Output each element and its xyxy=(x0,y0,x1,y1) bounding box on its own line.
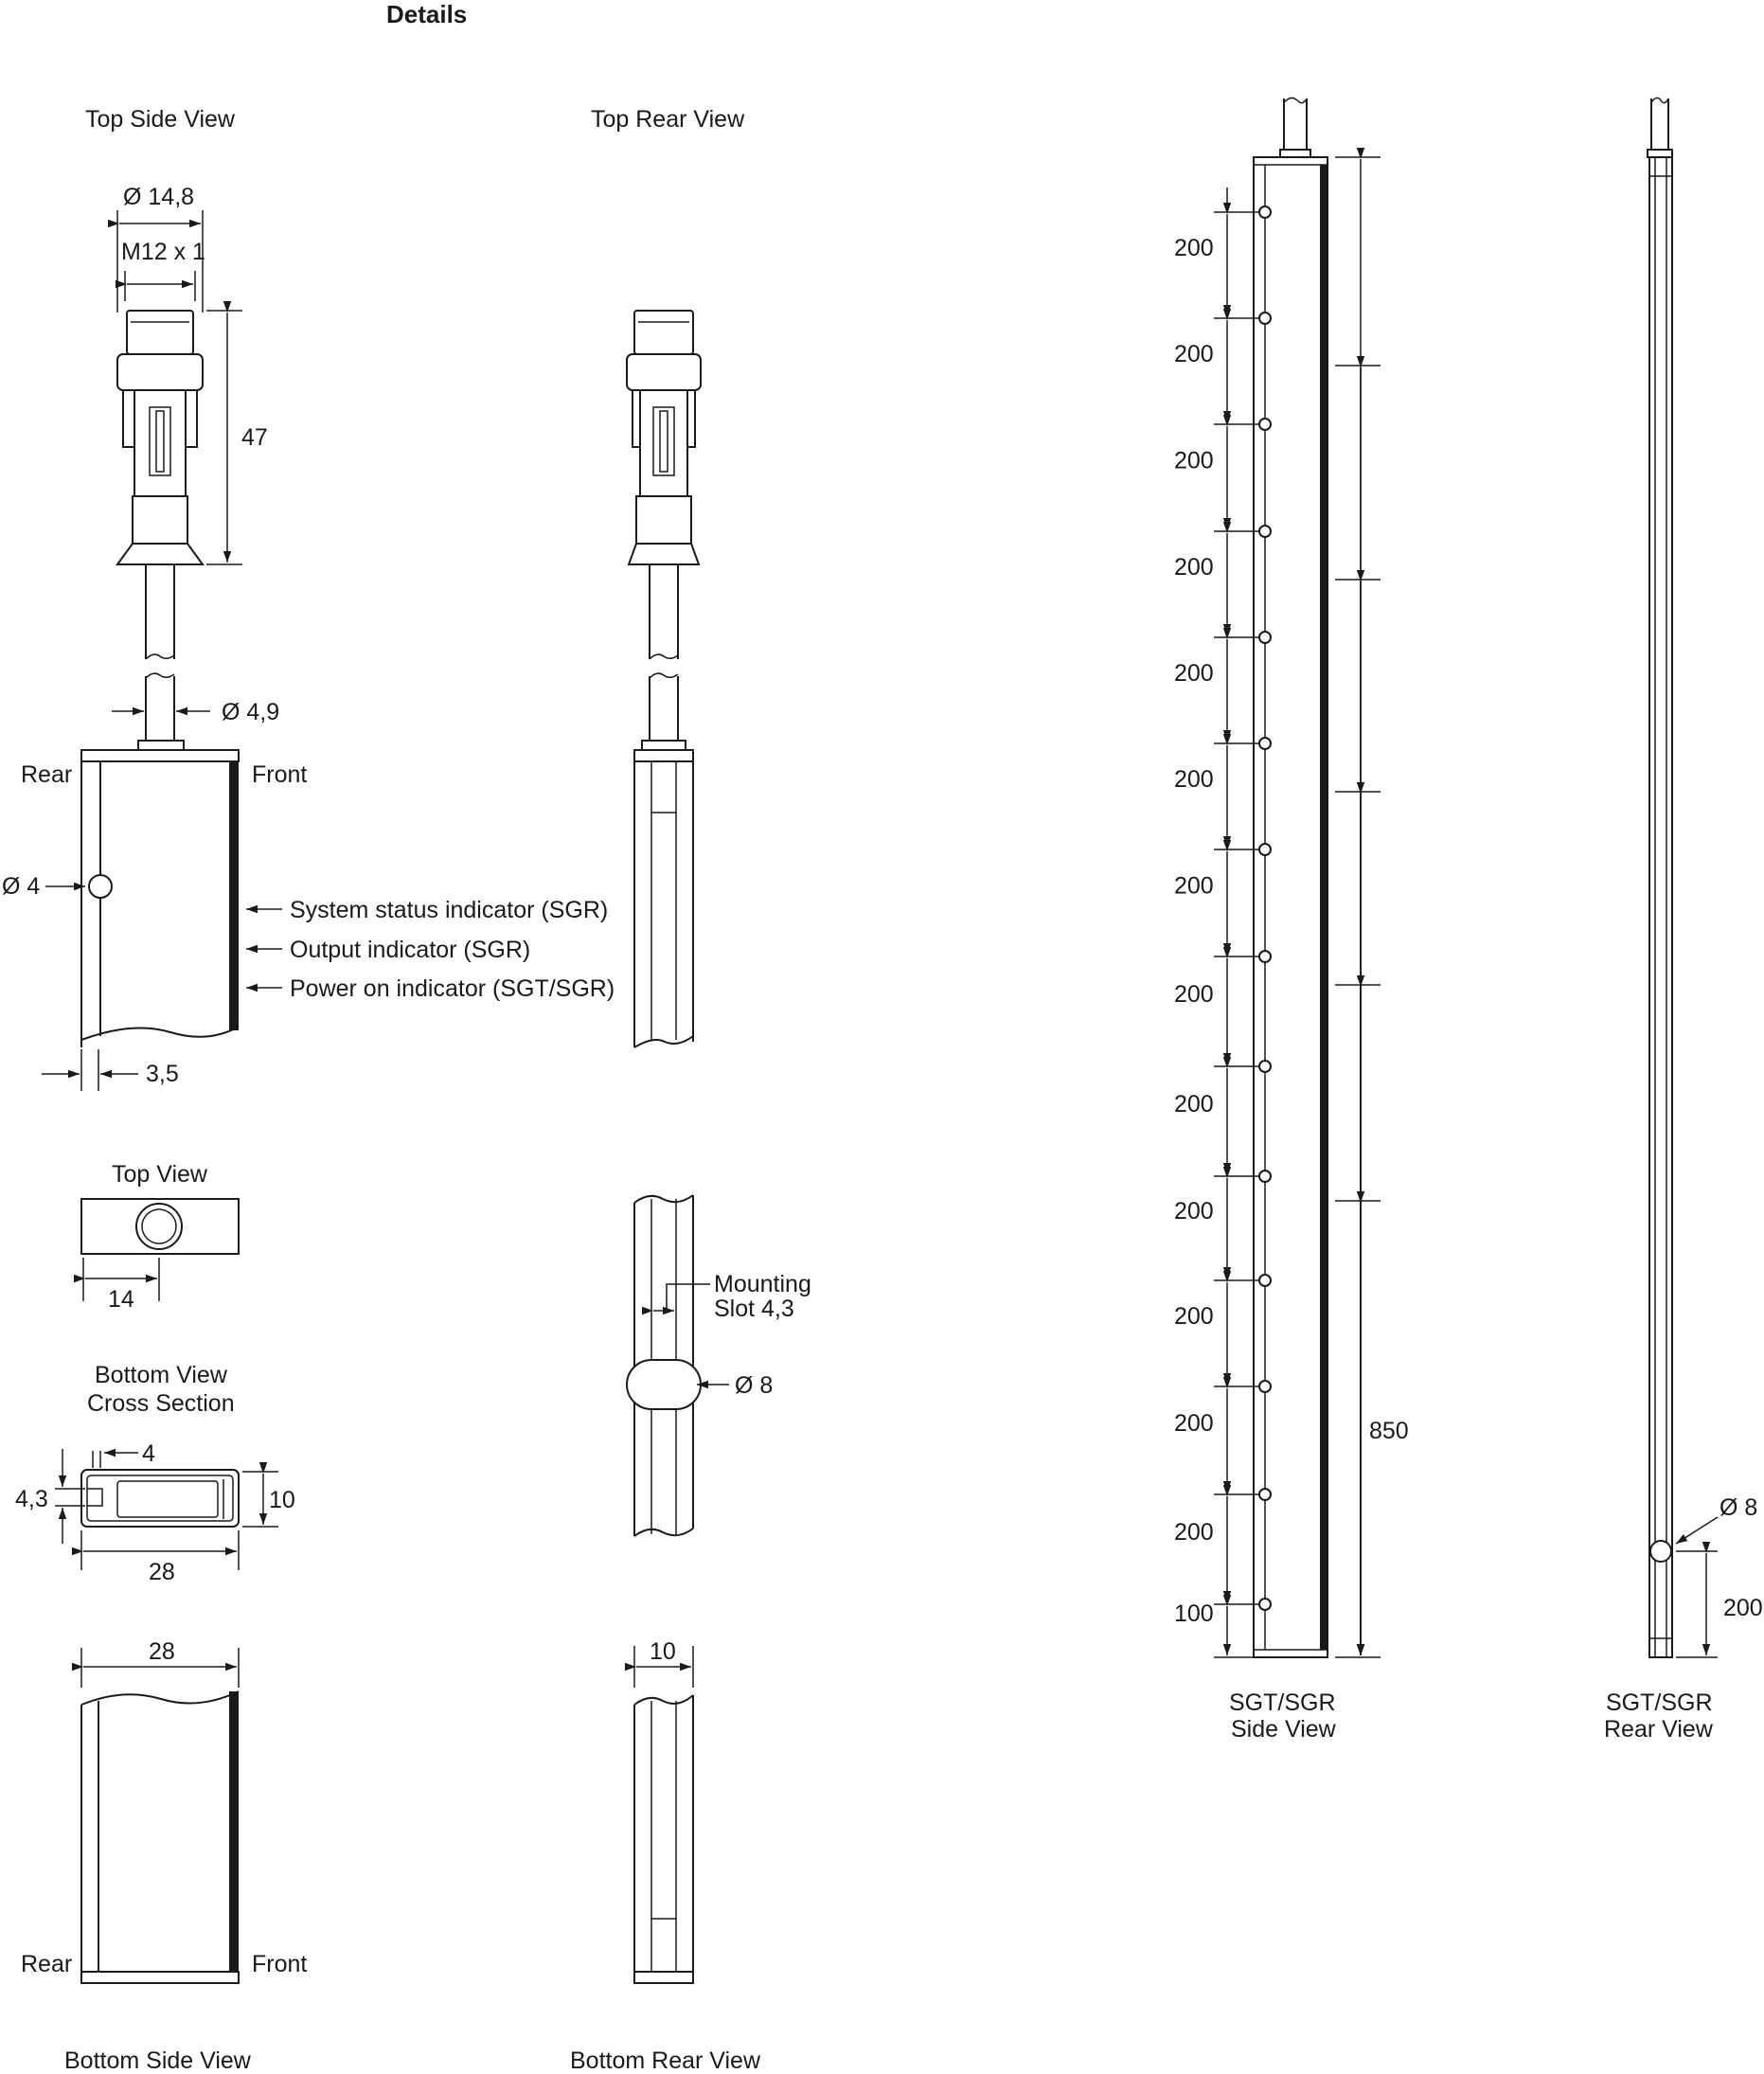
system-status-label: System status indicator (SGR) xyxy=(290,897,608,923)
top-side-view-title: Top Side View xyxy=(85,106,236,133)
profile-outline xyxy=(80,1469,240,1528)
top-rear-view: Top Rear View xyxy=(591,106,745,1048)
connector-nut xyxy=(126,310,194,355)
slot-diameter-label: Ø 8 xyxy=(735,1372,773,1399)
page-title: Details xyxy=(386,0,467,28)
profile-width-label: 28 xyxy=(149,1559,175,1585)
cable-diameter-label: Ø 4,9 xyxy=(222,699,279,725)
top-offset-label: 14 xyxy=(108,1286,134,1313)
sgt-rear-view-title-2: Rear View xyxy=(1604,1716,1714,1743)
length-dimensions: 28002400200016001250850 xyxy=(1335,148,1424,1658)
pitch-label: 200 xyxy=(1174,554,1214,581)
pitch-label: 200 xyxy=(1174,1303,1214,1330)
pitch-label: 200 xyxy=(1174,1519,1214,1546)
sgt-rear-body xyxy=(1648,156,1673,1658)
rear-hole-offset-label: 200 xyxy=(1723,1595,1763,1621)
pitch-hole xyxy=(1258,1380,1272,1393)
pitch-label: 200 xyxy=(1174,981,1214,1008)
pitch-hole xyxy=(1258,950,1272,963)
top-side-view: Top Side View Ø 14,8 M12 x 1 47 xyxy=(2,106,615,1091)
pitch-hole xyxy=(1258,1598,1272,1611)
bottom-front-label: Front xyxy=(252,1951,307,1977)
pitch-label: 200 xyxy=(1174,766,1214,793)
connector-diameter-label: Ø 14,8 xyxy=(123,184,194,210)
pitch-hole xyxy=(1258,737,1272,750)
pitch-label: 200 xyxy=(1174,660,1214,687)
slot-width-label: 4 xyxy=(142,1440,155,1467)
mounting-hole xyxy=(88,874,113,899)
connector-length-label: 47 xyxy=(241,424,268,451)
sgt-rear-view-title-1: SGT/SGR xyxy=(1606,1690,1713,1716)
pitch-hole xyxy=(1258,418,1272,431)
mounting-slot-view: Mounting Slot 4,3 Ø 8 xyxy=(626,1194,811,1537)
pitch-label: 200 xyxy=(1174,235,1214,261)
front-label: Front xyxy=(252,761,307,788)
rear-mounting-hole xyxy=(1649,1540,1672,1563)
top-view-title: Top View xyxy=(112,1161,208,1188)
pitch-label: 200 xyxy=(1174,448,1214,474)
pitch-hole xyxy=(1258,1170,1272,1183)
slot-height-label: 4,3 xyxy=(15,1486,48,1512)
cross-section-title-1: Bottom View xyxy=(95,1362,228,1388)
sgt-side-body xyxy=(1253,156,1328,1658)
thread-label: M12 x 1 xyxy=(121,239,205,265)
rear-width-label: 10 xyxy=(650,1638,676,1665)
bottom-rear-label: Rear xyxy=(21,1951,72,1977)
top-cap xyxy=(80,749,240,762)
cross-section-title-2: Cross Section xyxy=(87,1390,235,1417)
pitch-hole xyxy=(1258,843,1272,856)
pitch-label: 200 xyxy=(1174,873,1214,900)
bottom-rear-view-title: Bottom Rear View xyxy=(570,2047,761,2074)
pitch-label: 200 xyxy=(1174,1091,1214,1117)
pitch-hole xyxy=(1258,525,1272,538)
bottom-side-view-title: Bottom Side View xyxy=(64,2047,252,2074)
front-indicator-strip xyxy=(229,761,239,1030)
profile-height-label: 10 xyxy=(269,1487,295,1513)
wall-thickness-label: 3,5 xyxy=(146,1061,179,1087)
pitch-label: 100 xyxy=(1174,1600,1214,1627)
pitch-hole xyxy=(1258,1060,1272,1073)
sgt-rear-view: Ø 8 200 SGT/SGR Rear View xyxy=(1604,97,1763,1743)
mounting-label-1: Mounting xyxy=(714,1271,811,1297)
pitch-label: 200 xyxy=(1174,341,1214,367)
pitch-hole xyxy=(1258,206,1272,219)
bottom-rear-view: 10 Bottom Rear View xyxy=(570,1638,761,2074)
bottom-width-label: 28 xyxy=(149,1638,175,1665)
pitch-dimensions: 200 200 200 200 200 200 200 200 200 200 200 200 200 1… xyxy=(1174,188,1259,1658)
top-rear-view-title: Top Rear View xyxy=(591,106,745,133)
sgt-side-view: 200 200 200 200 200 200 200 200 200 200 200 200 200 1… xyxy=(1174,97,1424,1743)
power-on-label: Power on indicator (SGT/SGR) xyxy=(290,975,615,1002)
pitch-hole xyxy=(1258,1488,1272,1501)
connector-knurl xyxy=(116,353,204,391)
connector-flare xyxy=(116,543,205,565)
pitch-hole xyxy=(1258,1274,1272,1287)
connector-sleeve xyxy=(132,495,188,545)
length-label: 850 xyxy=(1369,1418,1409,1444)
bottom-side-view: 28 Rear Front Bottom Side View xyxy=(21,1638,307,2074)
output-indicator-label: Output indicator (SGR) xyxy=(290,937,530,963)
sgt-side-view-title-1: SGT/SGR xyxy=(1229,1690,1336,1716)
cross-section-view: Bottom View Cross Section 4 4,3 10 28 xyxy=(15,1362,295,1585)
pitch-label: 200 xyxy=(1174,1410,1214,1437)
rear-hole-diameter-label: Ø 8 xyxy=(1719,1494,1757,1521)
pitch-hole xyxy=(1258,312,1272,325)
pitch-hole xyxy=(1258,631,1272,644)
pitch-label: 200 xyxy=(1174,1198,1214,1225)
connector-housing xyxy=(134,389,187,497)
top-view: Top View 14 xyxy=(74,1161,240,1313)
hole-diameter-label: Ø 4 xyxy=(2,873,40,900)
sgt-side-view-title-2: Side View xyxy=(1231,1716,1337,1743)
rear-label: Rear xyxy=(21,761,72,788)
mounting-label-2: Slot 4,3 xyxy=(714,1296,794,1322)
